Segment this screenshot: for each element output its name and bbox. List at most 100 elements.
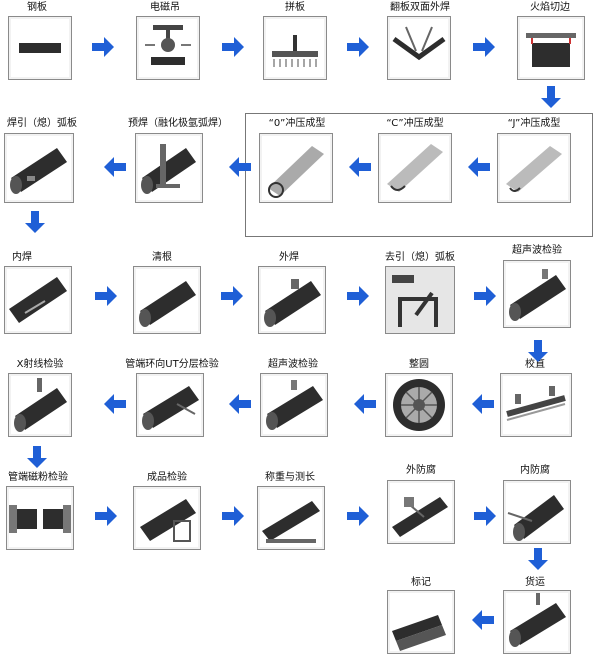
step-label-14: 去引（熄）弧板 [385, 252, 455, 263]
j-forming-icon [506, 146, 562, 192]
step-label-19: 整圆 [409, 359, 429, 370]
step-box-final-inspection [133, 486, 201, 550]
step-box-flame-cutting [517, 16, 585, 80]
step-label-25: 内防腐 [520, 465, 550, 476]
step-label-5: 火焰切边 [530, 2, 570, 13]
step-box-o-forming [259, 133, 333, 203]
pre-weld-icon [141, 144, 196, 194]
external-coating-icon [392, 497, 448, 537]
step-label-20: 校直 [525, 359, 545, 370]
step-box-ultrasonic-2 [260, 373, 328, 437]
flip-weld-icon [392, 26, 446, 61]
back-gouging-icon [139, 281, 196, 327]
step-box-outer-weld [258, 266, 326, 334]
arrow-18-17 [229, 394, 251, 414]
arrow-6-11 [25, 211, 45, 233]
pipe-end-ut-icon [142, 386, 199, 430]
arrow-20-19 [472, 394, 494, 414]
arrow-14-15 [474, 286, 496, 306]
step-label-23: 称重与测长 [265, 472, 315, 483]
step-box-c-forming [378, 133, 452, 203]
pipe-end-magnetic-icon [9, 505, 71, 533]
arrow-16-21 [27, 446, 47, 468]
straightening-icon [506, 386, 566, 421]
step-label-24: 外防腐 [406, 465, 436, 476]
arrow-3-4 [347, 37, 369, 57]
step-label-17: 管端环向UT分层检验 [125, 359, 219, 370]
step-box-back-gouging [133, 266, 201, 334]
step-label-13: 外焊 [279, 252, 299, 263]
forming-group-frame [245, 113, 593, 237]
pipe-with-tab-icon [10, 148, 67, 194]
step-label-27: 货运 [525, 577, 545, 588]
arrow-23-24 [347, 506, 369, 526]
step-label-6: 焊引（熄）弧板 [7, 118, 77, 129]
arrow-2-3 [222, 37, 244, 57]
plate-joining-icon [272, 35, 318, 67]
step-box-steel-plate [8, 16, 72, 80]
marking-icon [392, 615, 446, 651]
step-label-1: 钢板 [27, 2, 47, 13]
outer-weld-icon [264, 279, 321, 327]
arrow-24-25 [474, 506, 496, 526]
final-inspection-icon [140, 499, 196, 542]
step-label-11: 内焊 [12, 252, 32, 263]
step-label-15: 超声波检验 [512, 245, 562, 256]
step-box-internal-coating [503, 480, 571, 544]
step-box-pipe-end-ut [136, 373, 204, 437]
step-box-xray [8, 373, 72, 437]
step-label-2: 电磁吊 [150, 2, 180, 13]
flame-cutting-icon [526, 33, 576, 67]
step-label-7: 预焊（融化极氩弧焊） [128, 118, 228, 129]
arrow-21-22 [95, 506, 117, 526]
arrow-27-26 [472, 610, 494, 630]
arrow-5-10 [541, 86, 561, 108]
step-label-8: “0”冲压成型 [268, 118, 326, 129]
arrow-19-18 [354, 394, 376, 414]
step-box-rounding [385, 373, 453, 437]
step-label-4: 翻板双面外焊 [390, 2, 450, 13]
arrow-12-13 [221, 286, 243, 306]
step-box-flip-weld [387, 16, 451, 80]
inner-weld-icon [9, 277, 67, 323]
step-box-external-coating [387, 480, 455, 544]
step-box-j-forming [497, 133, 571, 203]
step-label-26: 标记 [411, 577, 431, 588]
step-box-weighing [257, 486, 325, 550]
xray-icon [14, 378, 67, 432]
arrow-10-9 [468, 157, 490, 177]
arrow-4-5 [473, 37, 495, 57]
step-box-marking [387, 590, 455, 654]
step-label-18: 超声波检验 [268, 359, 318, 370]
arrow-1-2 [92, 37, 114, 57]
arrow-17-16 [104, 394, 126, 414]
rounding-icon [393, 379, 445, 431]
ultrasonic-icon [509, 269, 566, 321]
arrow-7-6 [104, 157, 126, 177]
ultrasonic-icon-2 [266, 380, 323, 430]
step-box-ultrasonic-1 [503, 260, 571, 328]
arrow-15-20 [528, 340, 548, 362]
arrow-8-7 [229, 157, 251, 177]
step-label-12: 清根 [152, 252, 172, 263]
o-forming-icon [268, 146, 324, 198]
step-label-21: 管端磁粉检验 [8, 472, 68, 483]
step-box-shipping [503, 590, 571, 654]
magnetic-crane-icon [145, 25, 191, 65]
weighing-icon [262, 501, 320, 543]
shipping-icon [509, 593, 566, 647]
c-forming-icon [387, 144, 443, 192]
step-box-pre-weld [135, 133, 203, 203]
arrow-22-23 [222, 506, 244, 526]
step-box-straightening [500, 373, 572, 437]
step-label-22: 成品检验 [147, 472, 187, 483]
step-label-9: “C”冲压成型 [386, 118, 444, 129]
step-label-16: X射线检验 [16, 359, 64, 370]
step-box-inner-weld [4, 266, 72, 334]
arrow-9-8 [349, 157, 371, 177]
step-box-pipe-end-magnetic [6, 486, 74, 550]
step-box-remove-arc-plate [385, 266, 455, 334]
step-box-plate-joining [263, 16, 327, 80]
